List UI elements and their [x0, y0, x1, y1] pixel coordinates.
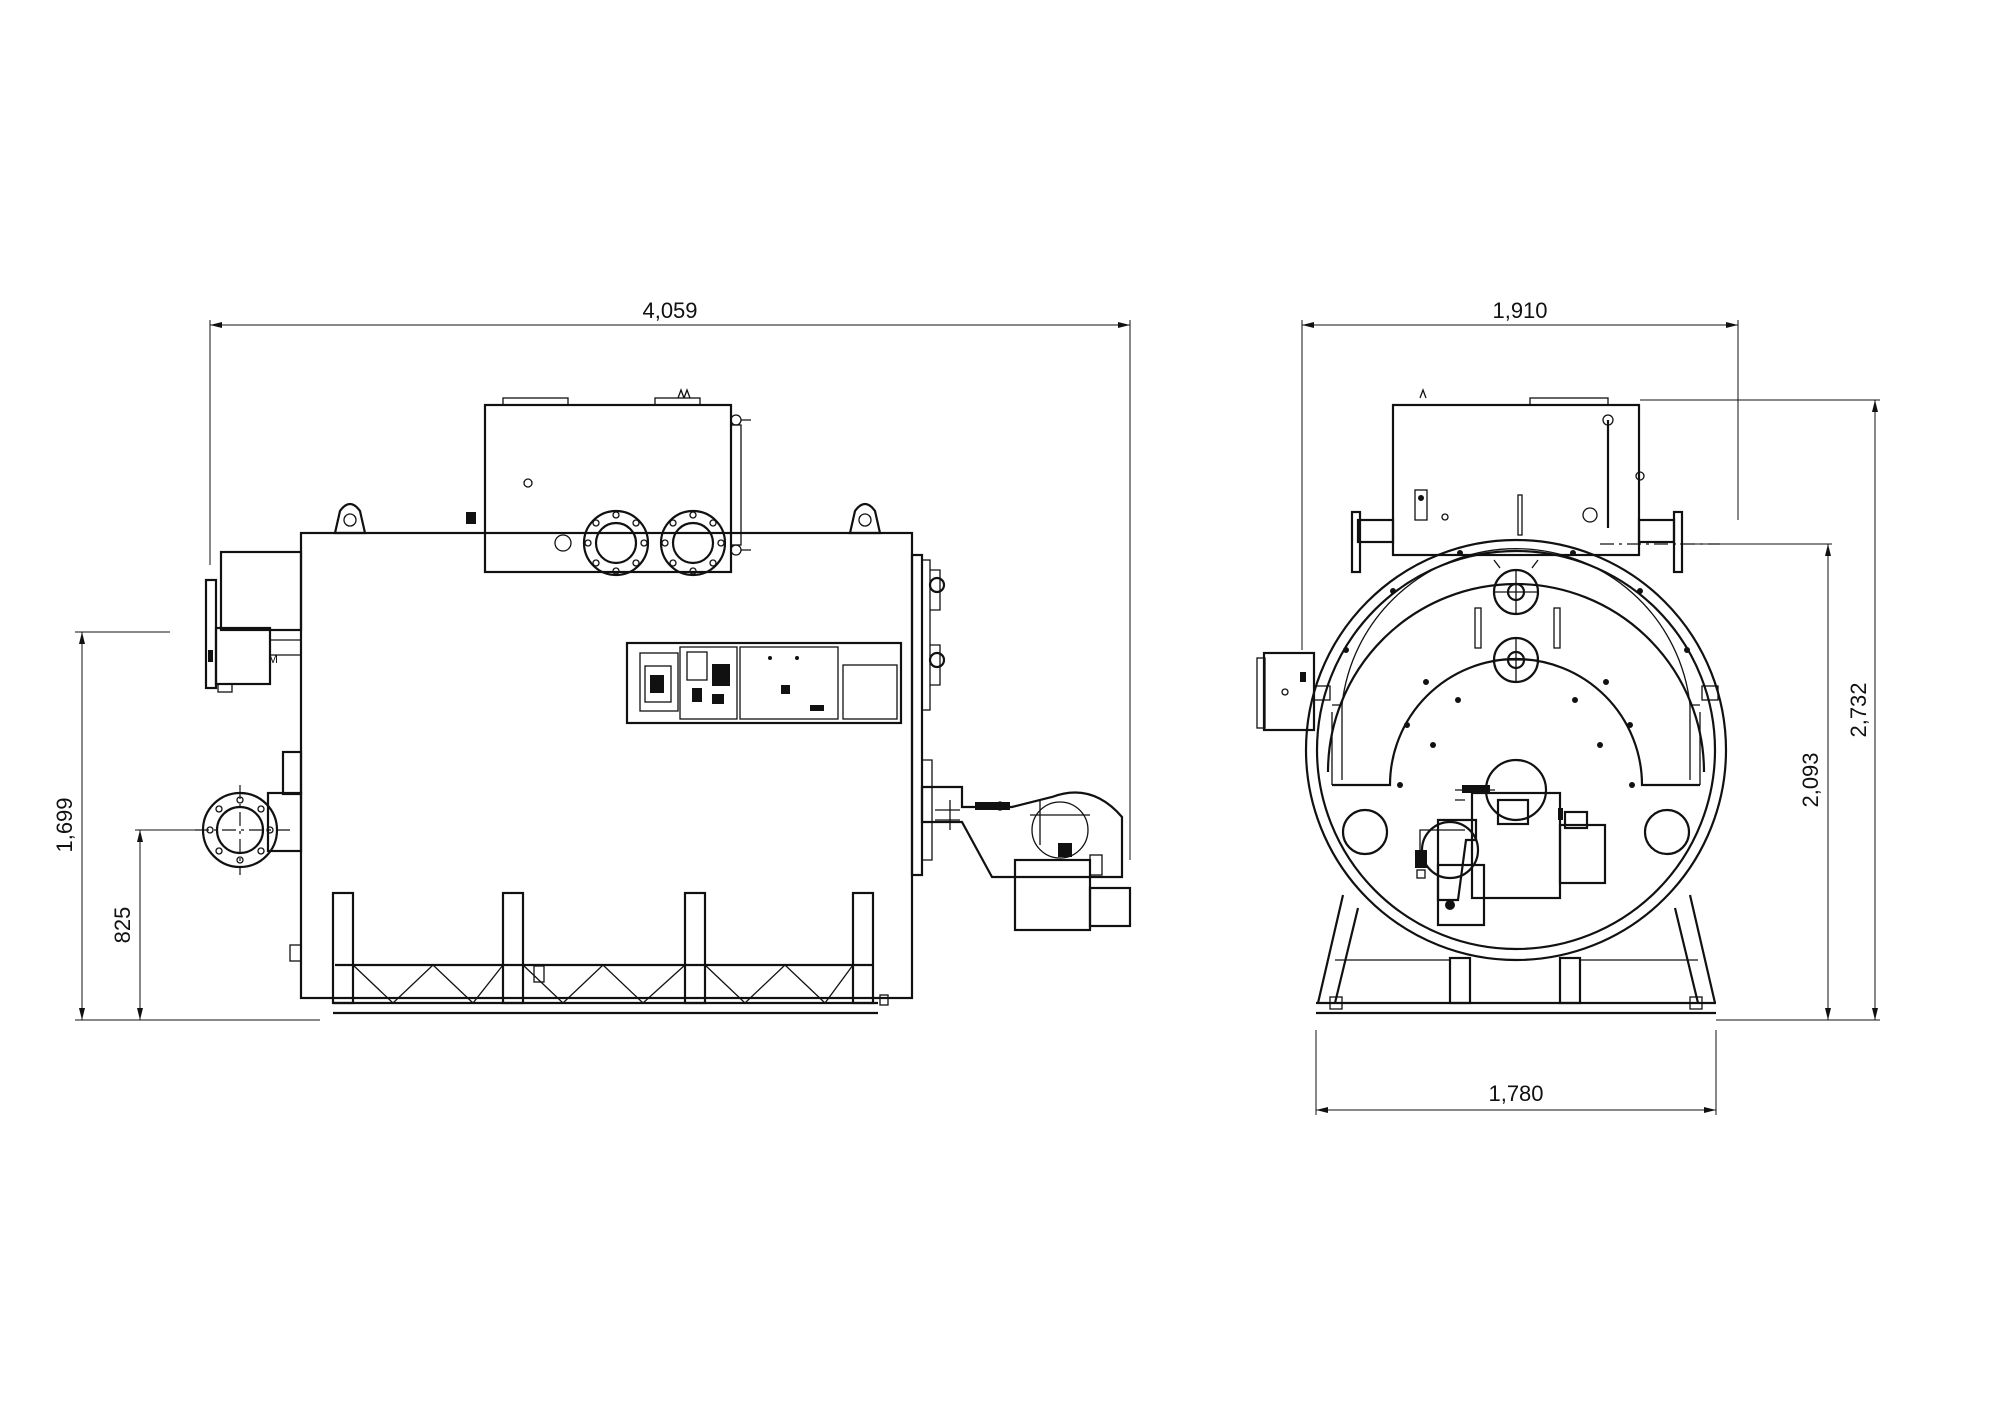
front-burner: [1415, 758, 1607, 927]
top-box-flanges: [554, 509, 727, 577]
side-dimensions: 4,059 1,699 825: [52, 298, 1131, 1021]
side-view: M: [195, 388, 1132, 1015]
control-panel: [625, 641, 903, 725]
side-burner: [920, 785, 1132, 932]
dim-overall-width: 1,910: [1492, 298, 1547, 323]
dim-outlet-height: 2,093: [1798, 752, 1823, 807]
front-dimensions: 1,910 1,780 2,093 2,732: [1301, 298, 1880, 1115]
side-base-frame: [331, 891, 889, 1015]
dim-flange-height: 1,699: [52, 797, 77, 852]
front-base-frame: [1316, 894, 1717, 1015]
dim-overall-length: 4,059: [642, 298, 697, 323]
svg-text:M: M: [268, 652, 278, 666]
dim-base-width: 1,780: [1488, 1081, 1543, 1106]
door-handwheels: [1474, 559, 1561, 684]
dim-overall-height: 2,732: [1846, 682, 1871, 737]
front-view: [1256, 388, 1728, 1015]
dim-inlet-height: 825: [110, 907, 135, 944]
